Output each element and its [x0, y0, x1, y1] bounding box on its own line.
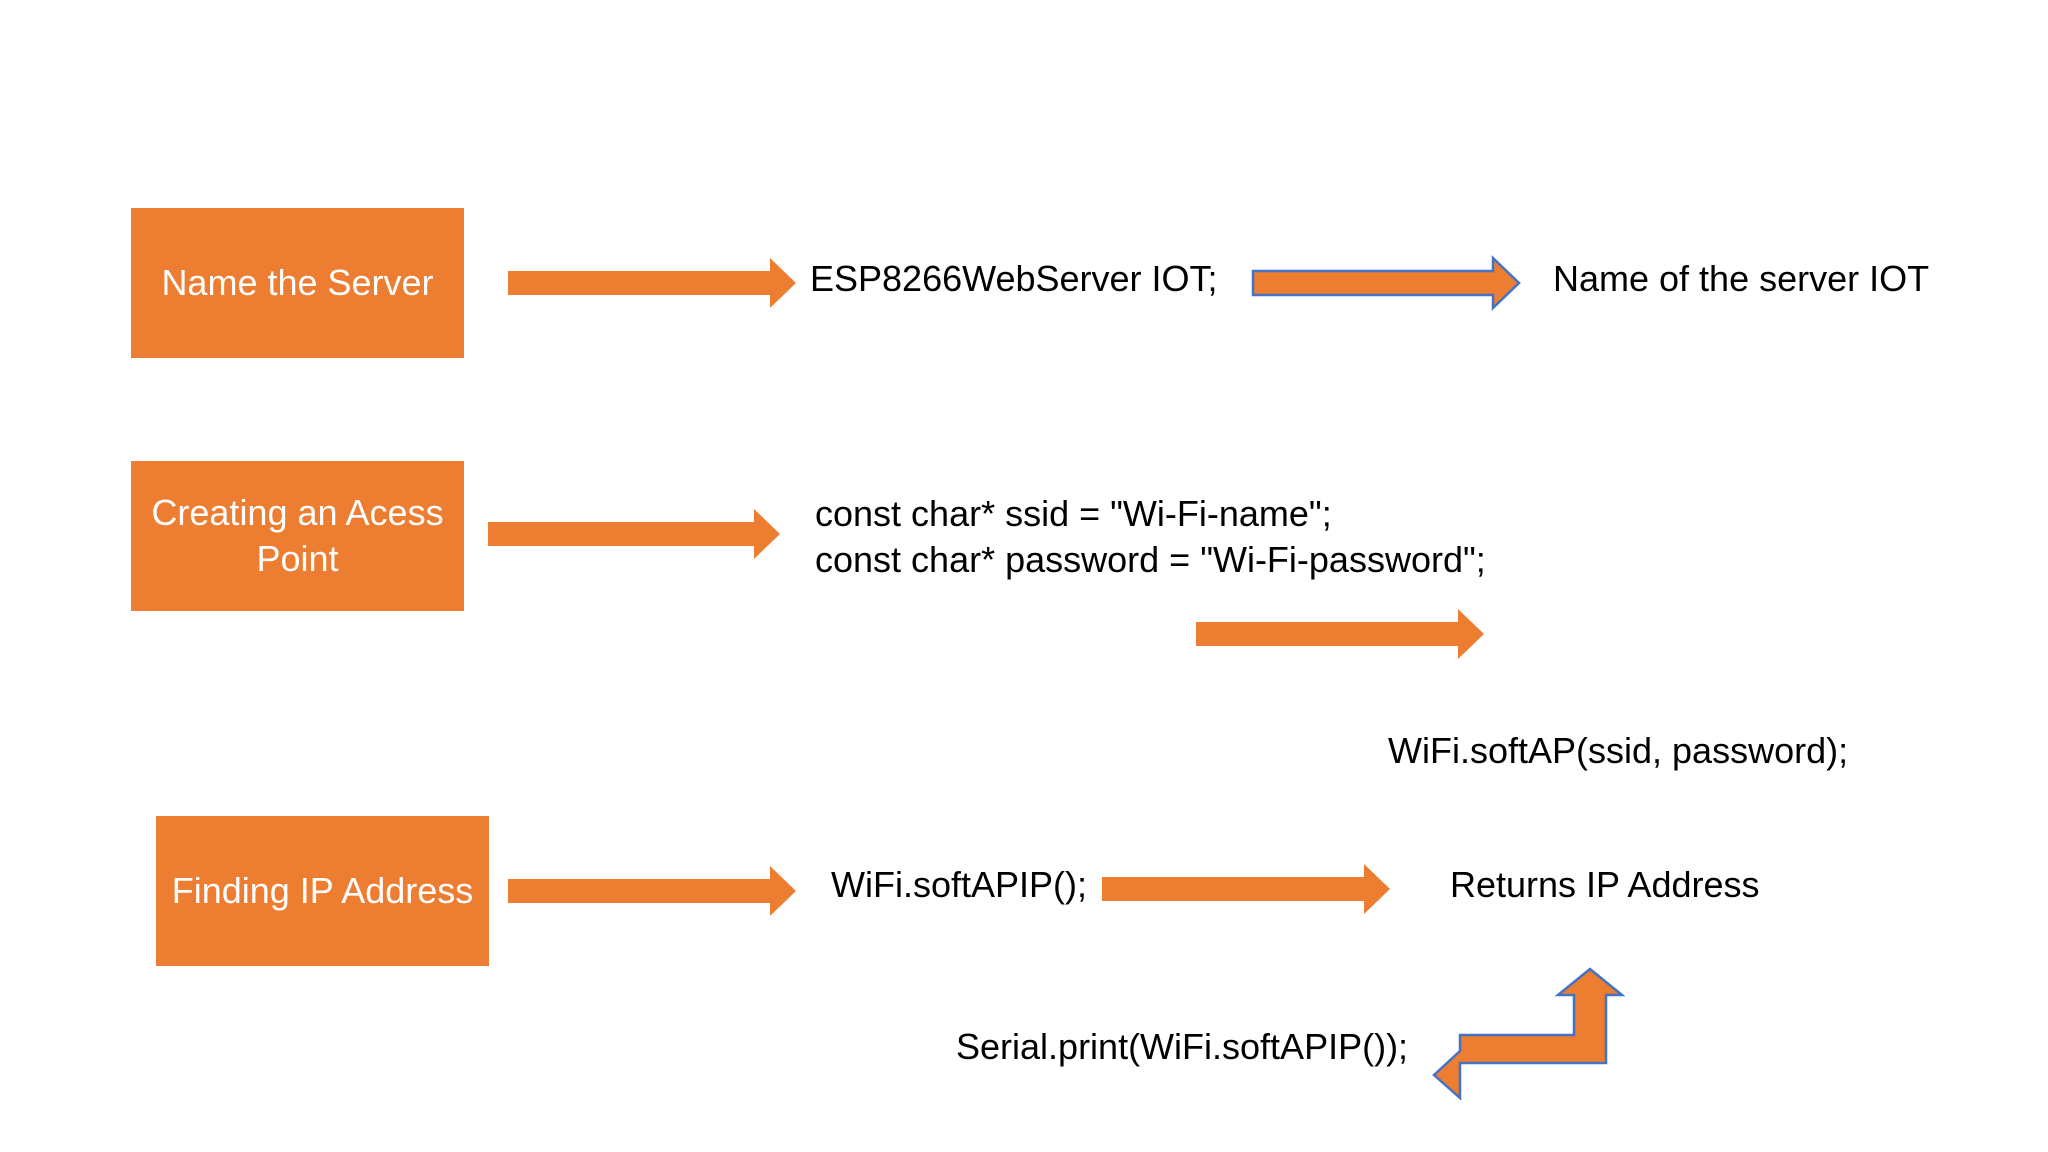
- code-softapip-call: WiFi.softAPIP();: [831, 864, 1088, 905]
- box-access-point-label-line2: Point: [256, 538, 339, 579]
- desc-returns-ip: Returns IP Address: [1450, 864, 1760, 905]
- bent-left-up-arrow-icon: [1432, 967, 1626, 1101]
- arrow-code-to-softap: [1196, 609, 1484, 659]
- box-access-point-label-line1: Creating an Acess: [151, 492, 444, 533]
- arrow-code-to-returns-ip: [1102, 864, 1390, 914]
- arrow-findip-to-code: [508, 866, 796, 916]
- code-ssid-line: const char* ssid = "Wi-Fi-name";: [815, 493, 1332, 534]
- box-name-the-server-label: Name the Server: [161, 262, 434, 303]
- arrow-accesspoint-to-code: [488, 509, 780, 559]
- code-password-line: const char* password = "Wi-Fi-password";: [815, 539, 1486, 580]
- box-creating-access-point: Creating an Acess Point: [131, 461, 464, 611]
- code-softap-call: WiFi.softAP(ssid, password);: [1388, 730, 1849, 771]
- arrow-code-to-server-name: [1251, 255, 1521, 311]
- code-serial-print: Serial.print(WiFi.softAPIP());: [956, 1026, 1409, 1067]
- box-finding-ip-address: Finding IP Address: [156, 816, 489, 966]
- arrow-server-to-code: [508, 258, 796, 308]
- code-credentials-block: const char* ssid = "Wi-Fi-name"; const c…: [815, 491, 1486, 583]
- code-server-declaration: ESP8266WebServer IOT;: [810, 258, 1218, 299]
- desc-server-name: Name of the server IOT: [1553, 258, 1930, 299]
- box-finding-ip-label: Finding IP Address: [171, 870, 474, 911]
- box-name-the-server: Name the Server: [131, 208, 464, 358]
